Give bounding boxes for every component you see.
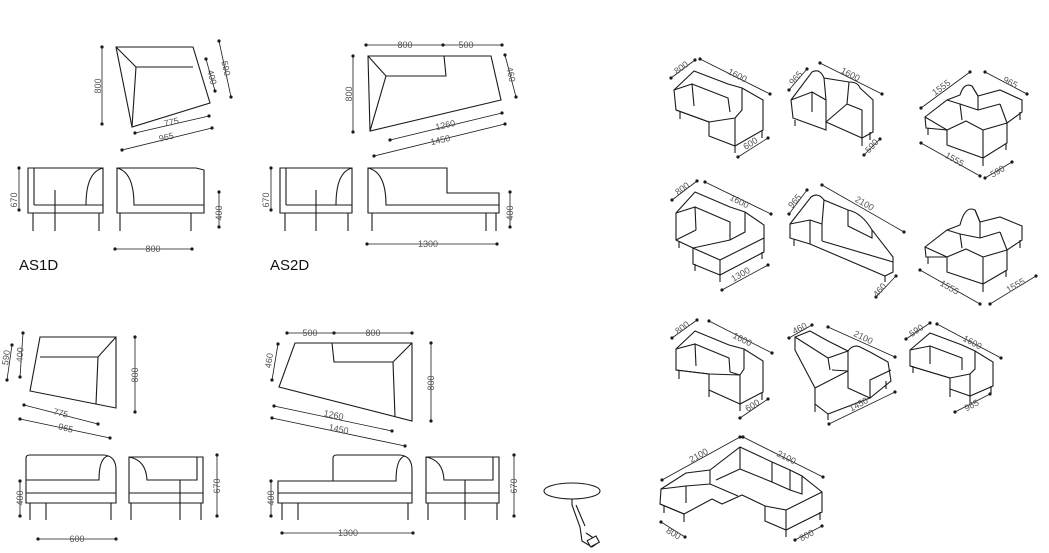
iso-config-r1a bbox=[669, 57, 772, 159]
as2d-plan-r-dim: 460 bbox=[504, 66, 517, 83]
bm-front-view bbox=[269, 454, 415, 535]
iso-config-r4a bbox=[659, 435, 825, 542]
side-table-drawing bbox=[543, 482, 601, 548]
as1d-plan-w2-dim: 965 bbox=[158, 131, 175, 144]
bl-plan-a-dim: 590 bbox=[0, 349, 12, 365]
as1d-plan-b-dim: 590 bbox=[219, 60, 232, 77]
bl-plan-depth-dim: 800 bbox=[130, 367, 140, 382]
bm-plan-w2-dim: 1450 bbox=[328, 422, 350, 436]
iso-r4a-dim-d: 800 bbox=[798, 527, 816, 543]
iso-r1c-dim-a: 1555 bbox=[930, 78, 952, 98]
bm-seat-height-dim: 400 bbox=[266, 490, 276, 505]
bl-plan-w2-dim: 965 bbox=[57, 421, 74, 434]
iso-r4a-dim-b: 2100 bbox=[775, 448, 797, 466]
iso-r1b-dim-c: 590 bbox=[863, 137, 880, 155]
iso-r3b-dim-b: 2100 bbox=[852, 328, 874, 346]
as2d-front-width-dim: 1300 bbox=[418, 239, 438, 249]
bm-plan-l-dim: 460 bbox=[263, 352, 275, 368]
iso-r1c-dim-b: 965 bbox=[1001, 74, 1019, 90]
as2d-side-view bbox=[269, 166, 353, 231]
iso-r2b-dim-b: 2100 bbox=[853, 194, 875, 213]
bl-side-view bbox=[128, 453, 219, 520]
bl-plan-w1-dim: 775 bbox=[52, 406, 69, 419]
as1d-plan-view bbox=[100, 39, 233, 152]
iso-r2b-dim-a: 965 bbox=[786, 192, 803, 210]
bm-plan-w1-dim: 1260 bbox=[323, 408, 345, 422]
iso-r1c-dim-d: 590 bbox=[988, 163, 1006, 179]
as1d-front-view bbox=[113, 167, 221, 251]
bm-top-b-dim: 800 bbox=[365, 328, 380, 338]
as2d-top-a-dim: 800 bbox=[397, 40, 412, 50]
as2d-label: AS2D bbox=[270, 257, 309, 274]
bm-plan-depth-dim: 800 bbox=[426, 375, 436, 390]
as2d-front-view bbox=[365, 167, 512, 246]
bm-side-view bbox=[425, 453, 516, 520]
as1d-plan-depth-dim: 800 bbox=[93, 78, 103, 93]
as1d-side-view bbox=[17, 166, 104, 231]
iso-config-r3a bbox=[670, 318, 774, 420]
bl-plan-b-dim: 400 bbox=[14, 347, 25, 363]
iso-config-r3c bbox=[904, 321, 1003, 414]
as1d-side-height-dim: 670 bbox=[9, 192, 19, 207]
iso-r2c-dim-a: 1555 bbox=[938, 278, 960, 297]
iso-r2b-dim-c: 460 bbox=[871, 281, 888, 299]
iso-r1b-dim-a: 965 bbox=[787, 69, 804, 87]
as1d-plan-a-dim: 400 bbox=[205, 69, 219, 86]
as2d-plan-depth-dim: 800 bbox=[344, 86, 354, 101]
iso-r1a-dim-a: 800 bbox=[672, 59, 690, 76]
iso-r4a-dim-c: 800 bbox=[664, 525, 682, 541]
bl-seat-height-dim: 400 bbox=[15, 490, 25, 505]
iso-config-r2c bbox=[918, 208, 1038, 306]
as2d-plan-w2-dim: 1450 bbox=[429, 133, 451, 147]
as2d-seat-height-dim: 400 bbox=[505, 205, 515, 220]
iso-r2a-dim-a: 800 bbox=[673, 180, 691, 197]
as1d-seat-height-dim: 400 bbox=[214, 205, 224, 220]
as1d-label: AS1D bbox=[19, 257, 58, 274]
bm-plan-view bbox=[270, 331, 433, 448]
iso-r1a-dim-b: 1600 bbox=[726, 66, 748, 84]
iso-r2c-dim-b: 1555 bbox=[1004, 276, 1026, 295]
as2d-plan-view bbox=[351, 43, 518, 158]
as1d-plan-w1-dim: 775 bbox=[163, 116, 180, 129]
bl-plan-view bbox=[5, 331, 137, 440]
iso-config-r2a bbox=[670, 179, 773, 292]
iso-r3a-dim-a: 800 bbox=[673, 319, 691, 336]
bl-front-width-dim: 600 bbox=[69, 534, 84, 544]
iso-r3a-dim-b: 1600 bbox=[731, 330, 753, 348]
bl-front-view bbox=[18, 454, 118, 541]
iso-r4a-dim-a: 2100 bbox=[687, 446, 709, 464]
bm-side-height-dim: 670 bbox=[509, 478, 519, 493]
as2d-top-b-dim: 500 bbox=[458, 40, 473, 50]
as2d-side-height-dim: 670 bbox=[261, 192, 271, 207]
iso-config-r1b bbox=[787, 61, 884, 157]
bm-front-width-dim: 1300 bbox=[338, 528, 358, 538]
as2d-plan-w1-dim: 1260 bbox=[434, 118, 456, 132]
bm-top-a-dim: 500 bbox=[302, 328, 317, 338]
bl-side-height-dim: 670 bbox=[212, 478, 222, 493]
as1d-front-width-dim: 800 bbox=[145, 244, 160, 254]
iso-config-r3b bbox=[787, 323, 897, 426]
iso-config-r1c bbox=[919, 70, 1029, 180]
iso-config-r2b bbox=[787, 183, 906, 299]
